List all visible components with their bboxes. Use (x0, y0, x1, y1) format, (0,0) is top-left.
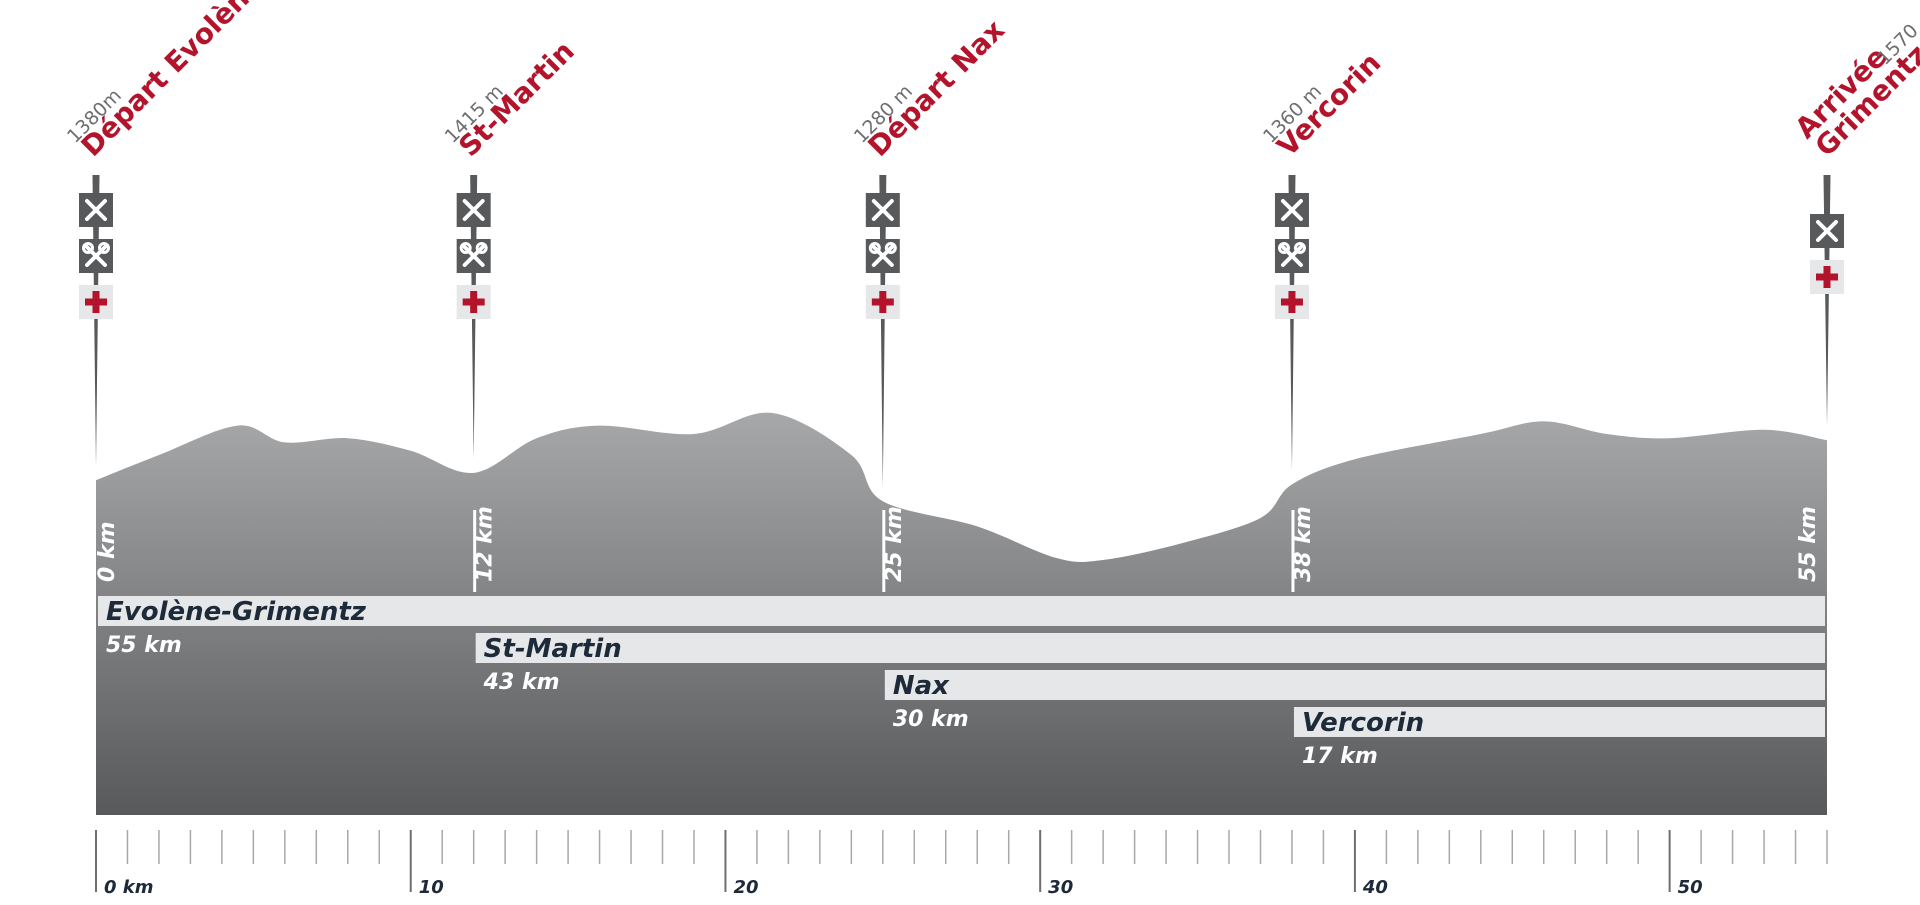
route-distance: 43 km (483, 670, 560, 695)
route-distance: 30 km (893, 707, 969, 732)
route-name: Vercorin (1302, 708, 1424, 738)
route-bar-fill (1293, 707, 1825, 737)
route-name: St-Martin (484, 634, 622, 664)
route-bar: St-Martin 43 km (475, 633, 1825, 695)
distance-axis: 0 km 10 20 30 40 50 (95, 830, 1828, 898)
repair-icon-stroke (85, 245, 107, 267)
km-marker: 0 km (95, 521, 120, 582)
km-markers: 0 km 12 km 25 km 38 km 55 km (95, 506, 1821, 592)
aid-station-icon-stroke (1280, 199, 1303, 221)
aid-station-icon-stroke (1816, 220, 1838, 242)
repair-icon-stroke (462, 245, 485, 267)
repair-icon-head (459, 242, 472, 254)
route-bar-fill (98, 596, 1825, 626)
first-aid-icon-bar-v (1288, 291, 1296, 313)
repair-icon-head (868, 242, 881, 254)
axis-tick-label: 30 (1048, 877, 1073, 898)
km-marker: 25 km (882, 506, 907, 592)
repair-icon-head (1277, 242, 1290, 254)
repair-icon-head (475, 242, 488, 254)
repair-icon-head (884, 242, 897, 254)
first-aid-icon-bar-v (1823, 266, 1831, 288)
repair-icon-head (82, 242, 94, 254)
axis-tick-label: 20 (733, 877, 758, 898)
axis-tick-label: 40 (1362, 877, 1388, 898)
km-marker-label: 0 km (95, 521, 120, 582)
repair-icon-stroke (871, 245, 894, 267)
first-aid-icon-bar-v (879, 291, 887, 313)
axis-tick-label: 10 (419, 877, 444, 898)
route-bar-fill (884, 670, 1825, 700)
route-bar-fill (475, 633, 1825, 663)
route-bars: Evolène-Grimentz 55 km St-Martin 43 km Nax 30… (98, 596, 1825, 769)
km-marker: 38 km (1291, 506, 1316, 592)
km-marker-label: 12 km (473, 506, 498, 582)
waypoint-name: Départ Evolène (75, 0, 270, 163)
aid-station-icon-stroke (85, 199, 107, 221)
waypoint-name: Départ Nax (861, 13, 1011, 163)
first-aid-icon-bar-v (470, 291, 478, 313)
first-aid-icon-bar-v (92, 291, 100, 313)
aid-station-icon-stroke (462, 199, 485, 221)
km-marker: 55 km (1796, 506, 1821, 582)
km-marker-label: 25 km (882, 506, 907, 582)
km-marker: 12 km (473, 506, 498, 592)
route-name: Nax (893, 671, 950, 701)
aid-station-icon-stroke (871, 199, 894, 221)
repair-icon-stroke (1280, 245, 1303, 267)
waypoint-name: St-Martin (452, 34, 580, 162)
route-bar: Evolène-Grimentz 55 km (98, 596, 1825, 658)
waypoint: 1415 mSt-Martin (441, 34, 581, 319)
route-distance: 55 km (106, 633, 182, 658)
waypoint-stem (1823, 175, 1831, 427)
km-marker-label: 38 km (1291, 506, 1316, 582)
repair-icon-head (98, 242, 110, 254)
axis-tick-label: 0 km (104, 877, 154, 898)
repair-icon-head (1293, 242, 1306, 254)
route-bar: Vercorin 17 km (1293, 707, 1825, 769)
route-bar: Nax 30 km (884, 670, 1825, 732)
route-distance: 17 km (1302, 744, 1378, 769)
route-name: Evolène-Grimentz (106, 597, 367, 627)
km-marker-label: 55 km (1796, 506, 1821, 582)
axis-tick-label: 50 (1678, 877, 1703, 898)
